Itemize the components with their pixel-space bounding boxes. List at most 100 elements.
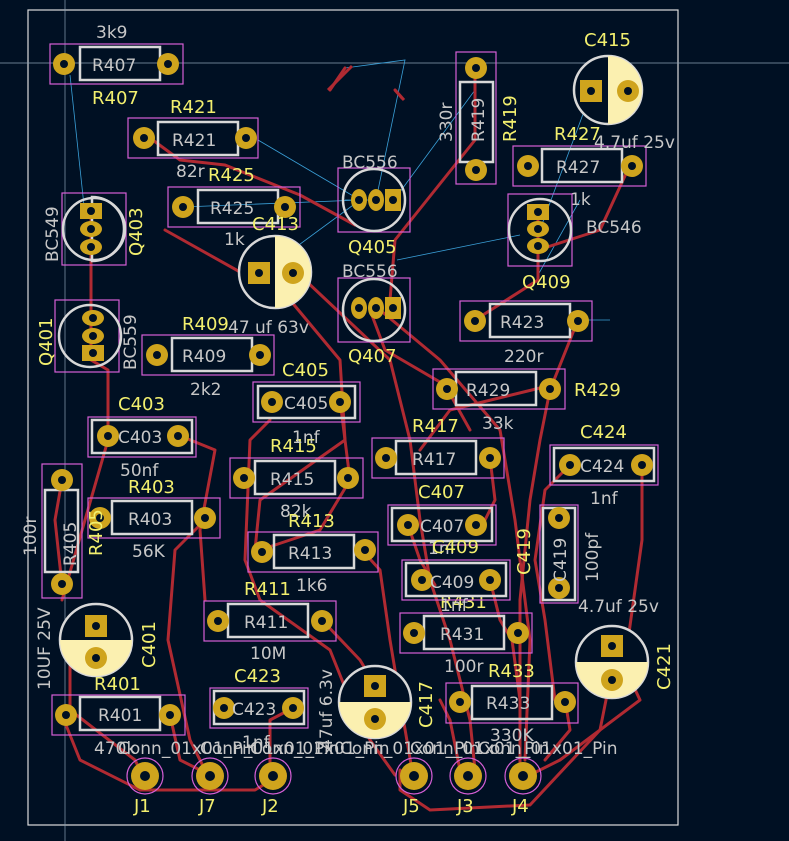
- r415-fab-ref: R415: [270, 470, 314, 490]
- resistor-R407[interactable]: 3k9 R407 R407: [49, 23, 184, 109]
- j3-value: Conn_01x01_Pin: [410, 739, 550, 759]
- r425-value: 1k: [224, 230, 245, 250]
- r401-fab-ref: R401: [98, 706, 142, 726]
- j2-value: Conn_01x01_Pin: [250, 739, 390, 759]
- capacitor-C424[interactable]: C424 C424 1nf: [549, 422, 659, 509]
- c407-ref: C407: [418, 482, 465, 503]
- resistor-R425[interactable]: R425 R425 1k: [167, 165, 301, 250]
- r429-fab-ref: R429: [466, 381, 510, 401]
- resistor-R405[interactable]: 100r R405 R405: [21, 463, 107, 599]
- r409-value: 2k2: [190, 380, 221, 400]
- r421-fab-ref: R421: [172, 131, 216, 151]
- capacitor-C421[interactable]: C421 4.7uf 25v: [574, 597, 675, 700]
- capacitor-C419[interactable]: C419 C419 100pf: [514, 504, 603, 604]
- r405-value: 100r: [21, 517, 41, 556]
- capacitor-C403[interactable]: C403 C403 50nf: [87, 394, 197, 481]
- c421-value: 4.7uf 25v: [578, 597, 659, 617]
- capacitor-C423[interactable]: C423 C423 1nf: [209, 666, 309, 753]
- c423-ref: C423: [234, 666, 281, 687]
- connector-value-labels: Conn_01x01_Pin Conn_01x01_Pin Conn_01x01…: [118, 739, 618, 759]
- c423-value: 1nf: [242, 733, 271, 753]
- c423-fab-ref: C423: [232, 700, 276, 720]
- capacitor-C407[interactable]: C407 C407 1nf: [387, 482, 497, 559]
- connector-J5[interactable]: J5: [395, 757, 433, 817]
- resistor-R429[interactable]: R429 R429 33k: [432, 368, 621, 434]
- c407-value: 1nf: [428, 539, 457, 559]
- resistor-R433[interactable]: R433 R433 330K: [445, 661, 579, 746]
- resistor-R413[interactable]: R413 R413 1k6: [247, 511, 379, 596]
- resistor-R417[interactable]: R417 R417: [371, 416, 505, 479]
- r427-fab-ref: R427: [556, 158, 600, 178]
- j2-ref: J2: [261, 796, 279, 817]
- capacitor-C417[interactable]: C417 47uf 6.3v: [317, 664, 437, 750]
- capacitor-C413[interactable]: C413 47 uf 63v: [228, 214, 313, 338]
- r407-value: 3k9: [96, 23, 127, 43]
- capacitor-C405[interactable]: C405 C405 1nf: [252, 360, 361, 448]
- r415-ref: R415: [270, 436, 317, 457]
- resistor-R419[interactable]: 330r R419 R419: [437, 51, 521, 185]
- q401-value: BC559: [121, 314, 141, 370]
- c417-ref: C417: [416, 681, 437, 728]
- r415-value: 82k: [280, 502, 312, 522]
- c419-ref: C419: [514, 528, 535, 575]
- c419-fab-ref: C419: [551, 538, 571, 582]
- c405-value: 1nf: [292, 428, 321, 448]
- q405-ref: Q405: [348, 237, 397, 258]
- capacitor-C401[interactable]: C401 10UF 25V: [35, 602, 160, 690]
- r411-value: 10M: [250, 644, 286, 664]
- j1-ref: J1: [133, 796, 151, 817]
- c409-fab-ref: C409: [430, 573, 474, 593]
- c405-fab-ref: C405: [284, 394, 328, 414]
- c403-value: 50nf: [120, 461, 159, 481]
- connector-J7[interactable]: J7: [191, 757, 229, 817]
- connector-J3[interactable]: J3: [449, 757, 487, 817]
- q407-ref: Q407: [348, 346, 397, 367]
- r407-fab-ref: R407: [92, 56, 136, 76]
- r431-fab-ref: R431: [440, 625, 484, 645]
- resistor-R409[interactable]: R409 R409 2k2: [141, 314, 275, 400]
- resistor-R403[interactable]: R403 R403 56K: [87, 477, 221, 562]
- c405-ref: C405: [282, 360, 329, 381]
- r425-fab-ref: R425: [210, 199, 254, 219]
- c409-value: 1nf: [440, 596, 469, 616]
- r417-ref: R417: [412, 416, 459, 437]
- r429-ref: R429: [574, 380, 621, 401]
- transistor-Q403[interactable]: BC549 Q403: [43, 192, 147, 266]
- j5-value: Conn_01x01_Pin: [340, 739, 480, 759]
- resistor-R431[interactable]: R431 R431 100r: [399, 592, 533, 677]
- c417-value: 47uf 6.3v: [317, 669, 337, 750]
- r433-ref: R433: [488, 661, 535, 682]
- resistor-R415[interactable]: R415 R415 82k: [229, 436, 364, 522]
- r403-value: 56K: [132, 542, 166, 562]
- r401-ref: R401: [94, 674, 141, 695]
- connector-J2[interactable]: J2: [254, 757, 292, 817]
- r411-ref: R411: [244, 579, 291, 600]
- connector-J1[interactable]: J1: [126, 757, 164, 817]
- capacitor-C415[interactable]: C415 4.7uf 25v: [572, 30, 675, 153]
- r403-ref: R403: [128, 477, 175, 498]
- resistor-R411[interactable]: R411 R411 10M: [203, 579, 337, 664]
- resistor-R427[interactable]: R427 R427 1k: [512, 124, 647, 210]
- resistor-R401[interactable]: R401 R401 470k: [51, 674, 186, 759]
- r413-value: 1k6: [296, 576, 327, 596]
- j7-value: Conn_01x01_Pin: [200, 739, 340, 759]
- r417-fab-ref: R417: [412, 450, 456, 470]
- silk-mark-top: [326, 64, 354, 92]
- j7-ref: J7: [198, 796, 216, 817]
- capacitor-C409[interactable]: C409 C409 1nf: [401, 537, 511, 616]
- q403-value: BC549: [43, 206, 63, 262]
- r413-fab-ref: R413: [288, 544, 332, 564]
- c415-ref: C415: [584, 30, 631, 51]
- transistor-Q407[interactable]: BC556 Q407: [337, 262, 411, 367]
- r425-ref: R425: [208, 165, 255, 186]
- r405-fab-ref: R405: [61, 522, 81, 566]
- resistor-R423[interactable]: R423 220r: [459, 300, 593, 367]
- connector-J4[interactable]: J4: [504, 757, 542, 817]
- silk-mark-top-2: [393, 88, 406, 102]
- transistor-Q409[interactable]: BC546 Q409: [507, 193, 642, 293]
- transistor-Q401[interactable]: Q401 BC559: [36, 299, 141, 373]
- transistor-Q405[interactable]: BC556 Q405: [337, 153, 411, 258]
- resistor-R421[interactable]: R421 R421 82r: [127, 97, 259, 182]
- c401-ref: C401: [139, 621, 160, 668]
